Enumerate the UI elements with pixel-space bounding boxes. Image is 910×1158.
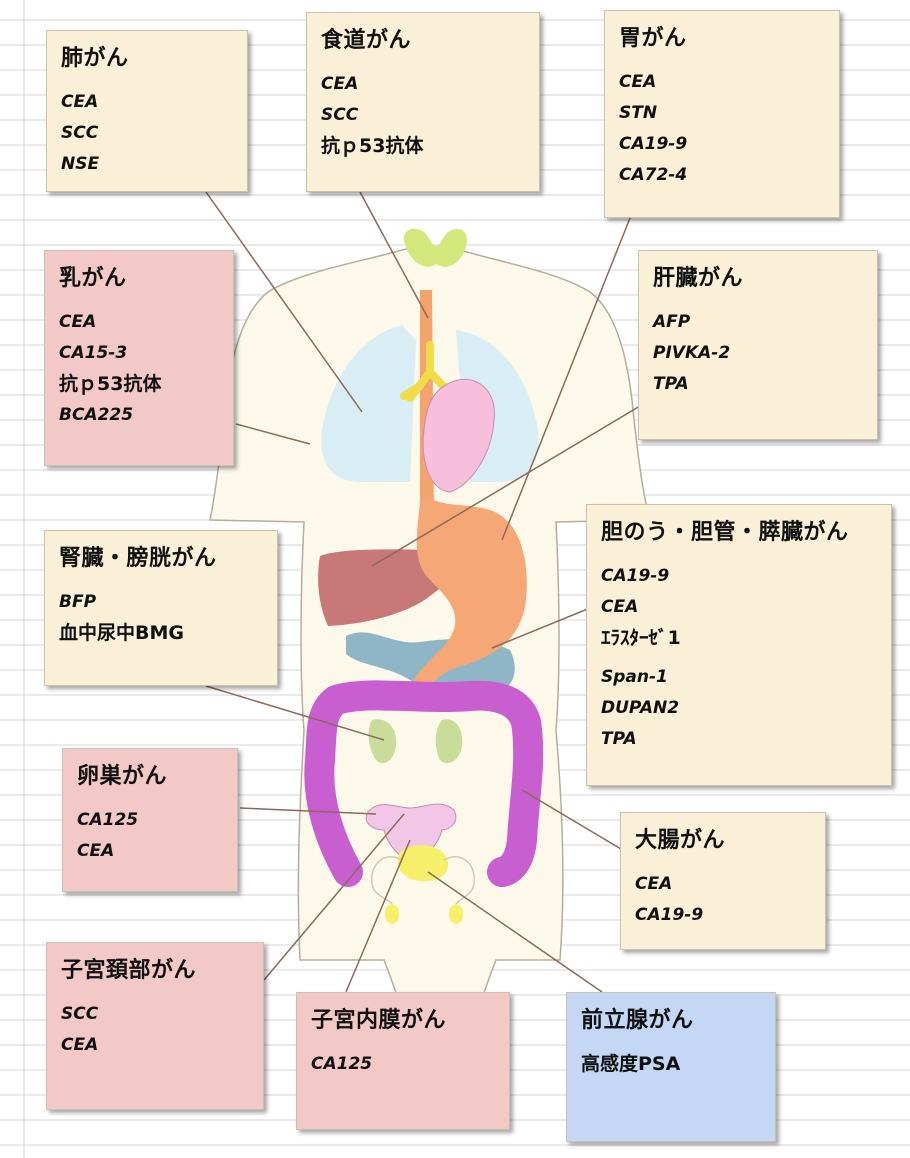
marker-item: CEA [61, 92, 99, 112]
box-title: 腎臓・膀胱がん [59, 546, 217, 571]
box-lung-cancer: 肺がん CEA SCC NSE [46, 30, 248, 192]
marker-item: TPA [601, 729, 637, 749]
marker-list: CEA CA15-3 抗ｐ53抗体 BCA225 [59, 307, 233, 431]
marker-item: DUPAN2 [601, 698, 680, 718]
marker-item: CA19-9 [619, 134, 688, 154]
marker-list: CEA SCC NSE [61, 87, 247, 180]
leader-esophagus [359, 191, 429, 319]
marker-item: AFP [653, 312, 691, 332]
box-kidney-bladder-cancer: 腎臓・膀胱がん BFP 血中尿中BMG [44, 530, 278, 686]
marker-item: CEA [59, 312, 97, 332]
marker-item: CA125 [311, 1054, 373, 1074]
marker-item: PIVKA-2 [653, 343, 731, 363]
marker-item: Span-1 [601, 667, 668, 687]
box-endometrial-cancer: 子宮内膜がん CA125 [296, 992, 510, 1130]
marker-list: AFP PIVKA-2 TPA [653, 307, 877, 400]
box-gastric-cancer: 胃がん CEA STN CA19-9 CA72-4 [604, 10, 840, 218]
leader-lung [205, 191, 363, 413]
box-title: 乳がん [59, 266, 127, 291]
leader-prostate [427, 871, 603, 993]
box-prostate-cancer: 前立腺がん 高感度PSA [566, 992, 776, 1142]
leader-cervix [263, 813, 405, 981]
leader-biliary [491, 607, 591, 649]
box-liver-cancer: 肝臓がん AFP PIVKA-2 TPA [638, 250, 878, 440]
box-ovarian-cancer: 卵巣がん CA125 CEA [62, 748, 238, 892]
leader-breast [235, 423, 311, 445]
box-title: 肝臓がん [653, 266, 744, 291]
marker-item: SCC [61, 1004, 99, 1024]
marker-item: CEA [77, 841, 115, 861]
marker-item: CA19-9 [601, 566, 670, 586]
leader-ovary [239, 807, 377, 815]
trachea [400, 341, 462, 402]
marker-item: BCA225 [59, 405, 134, 425]
marker-item: 高感度PSA [581, 1053, 681, 1075]
box-title: 肺がん [61, 46, 129, 71]
marker-item: CEA [601, 597, 639, 617]
box-title: 大腸がん [635, 828, 726, 853]
left-testis [449, 904, 463, 924]
marker-list: CEA CA19-9 [635, 869, 825, 931]
leader-endometrium [345, 839, 411, 993]
marker-list: CA125 [311, 1049, 509, 1080]
thyroid [403, 228, 467, 267]
box-title: 卵巣がん [77, 764, 168, 789]
marker-item: TPA [653, 374, 689, 394]
marker-list: BFP 血中尿中BMG [59, 587, 277, 649]
leader-liver [371, 405, 641, 567]
leader-stomach [501, 217, 631, 541]
right-kidney [368, 719, 397, 764]
box-biliary-pancreatic-cancer: 胆のう・胆管・膵臓がん CA19-9 CEA ｴﾗｽﾀｰｾﾞ1 Span-1 D… [586, 504, 892, 786]
uterus [365, 803, 457, 863]
box-title: 胃がん [619, 26, 687, 51]
box-title: 前立腺がん [581, 1008, 694, 1033]
marker-item: SCC [321, 105, 359, 125]
box-title: 子宮頚部がん [61, 958, 197, 983]
stomach [407, 500, 527, 708]
marker-item: ｴﾗｽﾀｰｾﾞ1 [601, 627, 681, 649]
right-lung [321, 325, 416, 482]
marker-item: CEA [61, 1035, 99, 1055]
prostate [397, 845, 449, 882]
marker-item: CA19-9 [635, 905, 704, 925]
box-title: 胆のう・胆管・膵臓がん [601, 520, 849, 545]
marker-item: SCC [61, 123, 99, 143]
box-title: 子宮内膜がん [311, 1008, 447, 1033]
box-title: 食道がん [321, 28, 412, 53]
box-cervical-cancer: 子宮頚部がん SCC CEA [46, 942, 264, 1110]
left-kidney [435, 719, 463, 764]
leader-lines [205, 191, 641, 993]
marker-list: CEA STN CA19-9 CA72-4 [619, 67, 839, 191]
marker-item: BFP [59, 592, 97, 612]
marker-item: 血中尿中BMG [59, 622, 184, 644]
marker-item: CA72-4 [619, 165, 688, 185]
vas-deferens [371, 856, 475, 905]
marker-item: 抗ｐ53抗体 [321, 135, 424, 157]
marker-list: CA125 CEA [77, 805, 237, 867]
marker-item: CA15-3 [59, 343, 128, 363]
marker-item: CA125 [77, 810, 139, 830]
heart [422, 379, 495, 493]
marker-list: CA19-9 CEA ｴﾗｽﾀｰｾﾞ1 Span-1 DUPAN2 TPA [601, 561, 891, 755]
box-esophageal-cancer: 食道がん CEA SCC 抗ｐ53抗体 [306, 12, 540, 192]
colon [304, 680, 544, 887]
leader-kidney [205, 685, 385, 741]
marker-item: STN [619, 103, 658, 123]
marker-list: CEA SCC 抗ｐ53抗体 [321, 69, 539, 162]
box-breast-cancer: 乳がん CEA CA15-3 抗ｐ53抗体 BCA225 [44, 250, 234, 466]
marker-item: NSE [61, 154, 100, 174]
marker-list: SCC CEA [61, 999, 263, 1061]
marker-item: CEA [635, 874, 673, 894]
marker-list: 高感度PSA [581, 1049, 775, 1080]
marker-item: 抗ｐ53抗体 [59, 373, 162, 395]
marker-item: CEA [619, 72, 657, 92]
marker-item: CEA [321, 74, 359, 94]
leader-colon [521, 789, 627, 853]
box-colorectal-cancer: 大腸がん CEA CA19-9 [620, 812, 826, 950]
right-testis [385, 904, 399, 924]
